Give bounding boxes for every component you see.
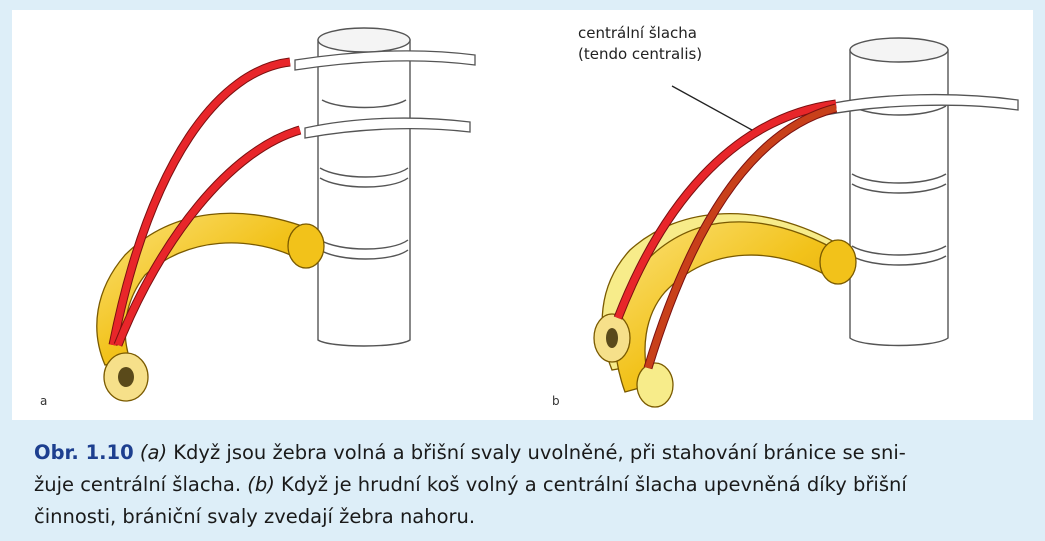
caption-line-1: Obr. 1.10 (a) Když jsou žebra volná a bř…: [34, 437, 1024, 469]
panel-letter-a: a: [40, 394, 47, 408]
callout-leader-line: [672, 86, 752, 130]
caption-line2-text: Když je hrudní koš volný a centrální šla…: [275, 473, 907, 496]
caption-line2-start: žuje centrální šlacha.: [34, 473, 247, 496]
spine-b: [850, 38, 948, 346]
panel-letter-b: b: [552, 394, 560, 408]
caption-line-3: činnosti, brániční svaly zvedají žebra n…: [34, 501, 1024, 533]
figure-caption: Obr. 1.10 (a) Když jsou žebra volná a bř…: [34, 437, 1024, 533]
panel-b-drawing: [594, 38, 1018, 407]
figure-number: Obr. 1.10: [34, 441, 134, 464]
callout-label: centrální šlacha (tendo centralis): [578, 23, 702, 65]
callout-label-line2: (tendo centralis): [578, 44, 702, 65]
caption-line-2: žuje centrální šlacha. (b) Když je hrudn…: [34, 469, 1024, 501]
caption-line1-text: Když jsou žebra volná a břišní svaly uvo…: [167, 441, 906, 464]
rib-cross-section-b2: [637, 363, 673, 407]
spine-a: [318, 28, 410, 346]
callout-label-line1: centrální šlacha: [578, 23, 702, 44]
caption-part-b-marker: (b): [247, 473, 275, 496]
diaphragm-illustration: [0, 0, 1045, 430]
caption-part-a-marker: (a): [140, 441, 167, 464]
panel-a-drawing: [97, 28, 475, 401]
